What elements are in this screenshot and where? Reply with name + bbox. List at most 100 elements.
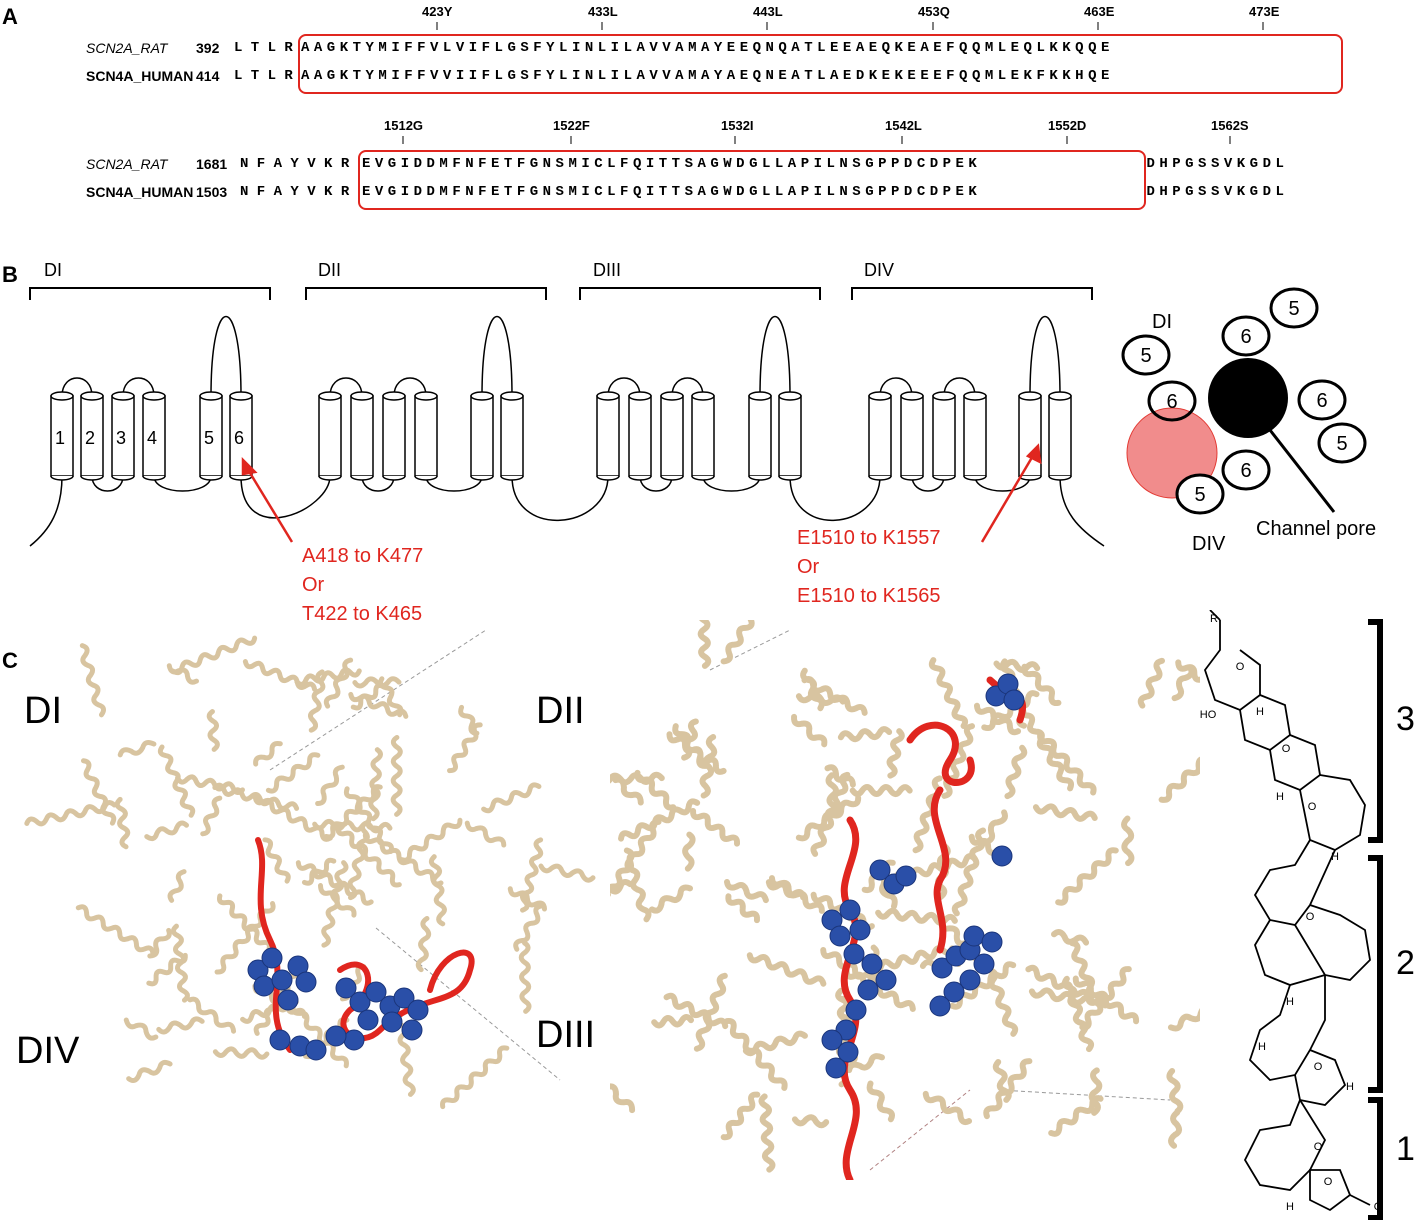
residue-sphere bbox=[1003, 689, 1025, 711]
residue-sphere bbox=[845, 999, 867, 1021]
seq-residues-boxed: E V G I D D M F N F E T F G N S M I C L … bbox=[362, 156, 977, 172]
residue-sphere bbox=[861, 953, 883, 975]
residue-sphere bbox=[407, 999, 429, 1021]
transmembrane-segment bbox=[414, 395, 438, 477]
tick-label: 1532I bbox=[721, 118, 754, 133]
seq-name-scn4a-human: SCN4A_HUMAN bbox=[86, 184, 194, 200]
seq-start: 1503 bbox=[196, 184, 228, 200]
fragment-label-3: 3 bbox=[1396, 700, 1415, 738]
atom-label: HO bbox=[1200, 709, 1217, 721]
atom-label: O bbox=[1324, 1176, 1333, 1188]
residue-sphere bbox=[401, 1019, 423, 1041]
atom-label: H bbox=[1256, 706, 1264, 718]
atom-label: O bbox=[1306, 911, 1315, 923]
aligned-region-box-1 bbox=[298, 34, 1343, 94]
transmembrane-segment bbox=[382, 395, 406, 477]
circle-label: 5 bbox=[1336, 433, 1347, 455]
seq-name-scn2a-rat: SCN2A_RAT bbox=[86, 156, 168, 172]
residue-sphere bbox=[959, 969, 981, 991]
residue-sphere bbox=[991, 845, 1013, 867]
transmembrane-segment bbox=[628, 395, 652, 477]
residue-sphere bbox=[305, 1039, 327, 1061]
atom-label: H bbox=[1276, 791, 1284, 803]
fragment-label-2: 2 bbox=[1396, 944, 1415, 982]
transmembrane-segment bbox=[596, 395, 620, 477]
domain-label-diii: DIII bbox=[536, 1014, 596, 1056]
residue-sphere bbox=[973, 953, 995, 975]
seq-residues-pre: N F A Y V K R bbox=[240, 156, 358, 172]
domain-label-dii: DII bbox=[536, 690, 585, 732]
residue-sphere bbox=[821, 1029, 843, 1051]
panel-c-label: C bbox=[2, 648, 18, 673]
transmembrane-segment bbox=[500, 395, 524, 477]
residue-sphere bbox=[325, 1025, 347, 1047]
residue-sphere bbox=[931, 957, 953, 979]
residue-sphere bbox=[269, 1029, 291, 1051]
circle-label: 5 bbox=[1288, 298, 1299, 320]
tick-label: 1542L bbox=[885, 118, 922, 133]
transmembrane-segment bbox=[748, 395, 772, 477]
domain-label: DI bbox=[44, 260, 62, 280]
residue-sphere bbox=[253, 975, 275, 997]
residue-sphere bbox=[849, 919, 871, 941]
tick-marks-1 bbox=[436, 22, 1264, 30]
bracket-dii bbox=[305, 287, 547, 300]
toxin-chemical-structure: R O HO H O O H H O H O H H O O O H bbox=[1200, 610, 1383, 1220]
atom-label: O bbox=[1282, 743, 1291, 755]
seq-start: 392 bbox=[196, 40, 220, 56]
seq-residues-boxed: A A G K T Y M I F F V L V I F L G S F Y … bbox=[301, 40, 1109, 56]
domain-label: DII bbox=[318, 260, 341, 280]
seq-residues-pre: L T L R bbox=[234, 68, 302, 84]
residue-sphere bbox=[895, 865, 917, 887]
circle-label: 6 bbox=[1316, 390, 1327, 412]
tick-label: 423Y bbox=[422, 4, 453, 19]
atom-label: H bbox=[1286, 996, 1294, 1008]
seq-residues-post: D H P G S S V K G D L bbox=[1140, 156, 1283, 172]
panel-a-label: A bbox=[2, 4, 18, 29]
transmembrane-segment bbox=[1018, 395, 1042, 477]
segment-label: 5 bbox=[204, 428, 214, 448]
panel-b-label: B bbox=[2, 262, 18, 287]
tick-label: 443L bbox=[753, 4, 783, 19]
transmembrane-segment bbox=[318, 395, 342, 477]
atom-label: R bbox=[1210, 613, 1218, 625]
residue-sphere bbox=[981, 931, 1003, 953]
residue-sphere bbox=[929, 995, 951, 1017]
residue-sphere bbox=[349, 991, 371, 1013]
transmembrane-segment bbox=[778, 395, 802, 477]
residue-sphere bbox=[271, 969, 293, 991]
segment-label: 2 bbox=[85, 428, 95, 448]
residue-sphere bbox=[357, 1009, 379, 1031]
seq-residues-pre: N F A Y V K R bbox=[240, 184, 358, 200]
residue-sphere bbox=[335, 977, 357, 999]
domain-label-div: DIV bbox=[16, 1030, 80, 1072]
pore-pointer bbox=[1268, 429, 1336, 513]
circle-label: 6 bbox=[1166, 391, 1177, 413]
residue-sphere bbox=[839, 899, 861, 921]
atom-label: H bbox=[1258, 1041, 1266, 1053]
residue-sphere bbox=[837, 1041, 859, 1063]
tick-label: 473E bbox=[1249, 4, 1280, 19]
transmembrane-segment bbox=[963, 395, 987, 477]
residue-sphere bbox=[295, 971, 317, 993]
tick-label: 1512G bbox=[384, 118, 424, 133]
residue-sphere bbox=[365, 981, 387, 1003]
residue-sphere bbox=[843, 943, 865, 965]
seq-start: 414 bbox=[196, 68, 220, 84]
seq-residues-pre: L T L R bbox=[234, 40, 302, 56]
channel-pore bbox=[1208, 358, 1288, 438]
seq-start: 1681 bbox=[196, 156, 228, 172]
segment-label: 6 bbox=[234, 428, 244, 448]
fragment-label-1: 1 bbox=[1396, 1130, 1415, 1168]
residue-sphere bbox=[875, 969, 897, 991]
topology-diagram: DI DII DIII DIV 1 2 3 bbox=[29, 260, 1105, 547]
atom-label: O bbox=[1308, 801, 1317, 813]
seq-name-scn2a-rat: SCN2A_RAT bbox=[86, 40, 168, 56]
circle-label: 5 bbox=[1194, 484, 1205, 506]
bracket-di bbox=[29, 287, 271, 300]
pore-label-di: DI bbox=[1152, 311, 1172, 333]
structure-top-view bbox=[24, 629, 596, 1110]
pore-label-channel: Channel pore bbox=[1256, 518, 1376, 540]
seq-residues-post: D H P G S S V K G D L bbox=[1140, 184, 1283, 200]
circle-label: 6 bbox=[1240, 460, 1251, 482]
